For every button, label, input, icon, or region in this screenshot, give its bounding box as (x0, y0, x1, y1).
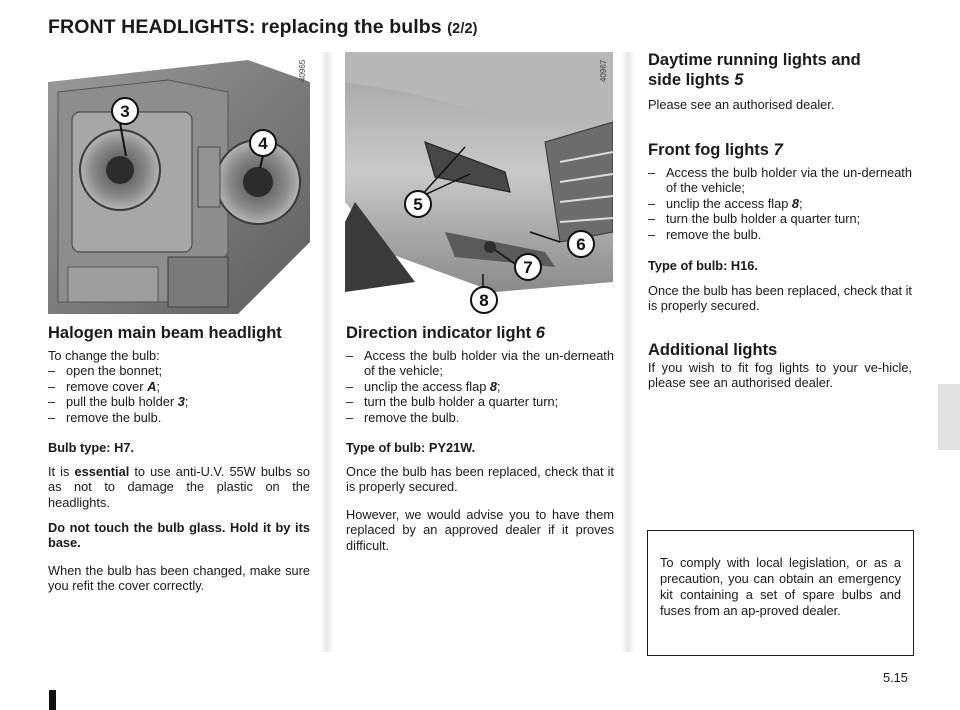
fog-heading-ref: 7 (773, 141, 783, 159)
callout-7: 7 (514, 253, 542, 281)
callout-4: 4 (249, 129, 277, 157)
step-text: remove the bulb. (66, 409, 162, 425)
flap-reference: 8 (791, 195, 800, 211)
section-heading-halogen: Halogen main beam headlight (48, 324, 282, 342)
headlight-rear-illustration (48, 52, 310, 314)
callout-label: 7 (523, 258, 532, 277)
step-text: remove cover (66, 378, 148, 394)
list-item: unclip the access flap 8; (648, 195, 912, 212)
callout-3: 3 (111, 97, 139, 125)
fog-secured-note: Once the bulb has been replaced, check t… (648, 283, 912, 314)
list-item: turn the bulb holder a quarter turn; (648, 211, 912, 227)
flap-reference: 8 (489, 378, 498, 394)
step-text: remove the bulb. (666, 226, 762, 242)
step-text: unclip the access flap (364, 378, 490, 394)
section-heading-fog: Front fog lights 7 (648, 140, 783, 160)
holder-reference: 3 (177, 394, 185, 410)
page-title-text: FRONT HEADLIGHTS: replacing the bulbs (48, 16, 442, 38)
step-punctuation: ; (799, 195, 803, 211)
list-item: remove cover A; (48, 378, 310, 395)
car-front-illustration (345, 52, 613, 314)
indicator-section: Access the bulb holder via the un-dernea… (346, 348, 614, 425)
fog-heading-text: Front fog lights (648, 141, 774, 159)
callout-label: 5 (413, 195, 422, 214)
essential-pre: It is (48, 464, 75, 479)
halogen-section: To change the bulb: open the bonnet; rem… (48, 348, 310, 425)
step-text: Access the bulb holder via the un-dernea… (364, 348, 614, 379)
bulb-type-text: Bulb type: H7. (48, 440, 135, 455)
fog-bulb-type: Type of bulb: H16. (648, 258, 912, 273)
drl-text: Please see an authorised dealer. (648, 97, 835, 112)
indicator-bulb-type: Type of bulb: PY21W. (346, 440, 614, 455)
halogen-essential-note: It is essential to use anti-U.V. 55W bul… (48, 464, 310, 510)
essential-post: to use anti-U.V. 55W bulbs so as not to … (48, 464, 310, 510)
cover-reference: A (147, 378, 157, 394)
list-item: Access the bulb holder via the un-dernea… (648, 165, 912, 196)
step-text: unclip the access flap (666, 195, 792, 211)
indicator-secured-note: Once the bulb has been replaced, check t… (346, 464, 614, 495)
step-punctuation: ; (184, 394, 189, 410)
halogen-steps: open the bonnet; remove cover A; pull th… (48, 363, 310, 425)
halogen-warning: Do not touch the bulb glass. Hold it by … (48, 520, 310, 551)
step-punctuation: ; (497, 378, 501, 394)
section-heading-drl: Daytime running lights and side lights 5 (648, 50, 861, 90)
fog-steps: Access the bulb holder via the un-dernea… (648, 165, 912, 242)
callout-8: 8 (470, 286, 498, 314)
figure-car-front: 40967 (345, 52, 613, 314)
fog-section: Access the bulb holder via the un-dernea… (648, 165, 912, 242)
drl-heading-ref: 5 (734, 71, 744, 89)
halogen-refit: When the bulb has been changed, make sur… (48, 563, 310, 594)
corner-marker (49, 690, 56, 710)
column-divider-left (320, 52, 334, 652)
page-number: 5.15 (883, 670, 908, 685)
page-title-part: (2/2) (447, 21, 478, 37)
warning-text: Do not touch the bulb glass. Hold it by … (48, 520, 310, 551)
callout-6: 6 (567, 230, 595, 258)
column-divider-right (621, 52, 635, 652)
list-item: open the bonnet; (48, 363, 310, 379)
callout-label: 8 (479, 291, 488, 310)
list-item: pull the bulb holder 3; (48, 394, 310, 410)
step-text: turn the bulb holder a quarter turn; (666, 211, 861, 227)
callout-label: 6 (576, 235, 585, 254)
bulb-type-text: Type of bulb: PY21W. (346, 440, 476, 455)
step-text: Access the bulb holder via the un-dernea… (666, 165, 912, 196)
list-item: Access the bulb holder via the un-dernea… (346, 348, 614, 379)
figure-headlight-rear: 40965 (48, 52, 310, 314)
list-item: remove the bulb. (648, 226, 912, 243)
list-item: remove the bulb. (48, 409, 310, 426)
step-text: open the bonnet; (66, 363, 163, 379)
step-text: turn the bulb holder a quarter turn; (364, 394, 559, 410)
section-heading-additional: Additional lights (648, 341, 778, 359)
essential-word: essential (74, 464, 130, 479)
drl-heading-text: side lights (648, 71, 735, 89)
chapter-side-tab (938, 384, 960, 450)
halogen-intro: To change the bulb: (48, 348, 160, 363)
drl-heading-line1: Daytime running lights and (648, 51, 861, 69)
additional-text: If you wish to fit fog lights to your ve… (648, 360, 912, 391)
section-heading-indicator: Direction indicator light 6 (346, 323, 545, 343)
step-punctuation: ; (156, 378, 160, 394)
drl-heading-line2: side lights 5 (648, 70, 861, 90)
indicator-steps: Access the bulb holder via the un-dernea… (346, 348, 614, 425)
callout-5: 5 (404, 190, 432, 218)
step-text: pull the bulb holder (66, 394, 178, 410)
list-item: remove the bulb. (346, 409, 614, 426)
step-text: remove the bulb. (364, 409, 460, 425)
halogen-bulb-type: Bulb type: H7. (48, 440, 310, 455)
legislation-notice-box: To comply with local legislation, or as … (647, 530, 914, 656)
page-title: FRONT HEADLIGHTS: replacing the bulbs (2… (48, 16, 478, 39)
list-item: unclip the access flap 8; (346, 378, 614, 395)
list-item: turn the bulb holder a quarter turn; (346, 394, 614, 410)
figure-code: 40967 (599, 59, 608, 82)
bulb-type-text: Type of bulb: H16. (648, 258, 758, 273)
callout-label: 4 (258, 134, 268, 153)
indicator-heading-ref: 6 (535, 324, 545, 342)
indicator-heading-text: Direction indicator light (346, 324, 536, 342)
indicator-advice: However, we would advise you to have the… (346, 507, 614, 553)
callout-label: 3 (120, 102, 129, 121)
figure-code: 40965 (298, 59, 307, 82)
